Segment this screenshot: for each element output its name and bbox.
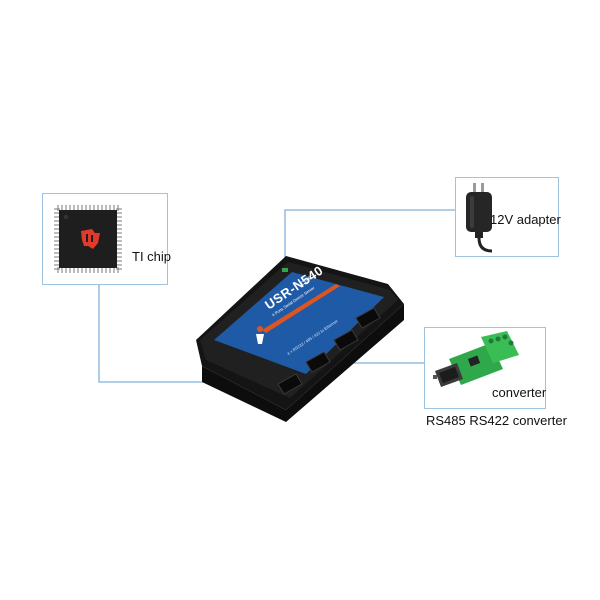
ti-chip-callout: TI chip	[42, 193, 172, 285]
device-stripe	[262, 284, 340, 333]
device-top-panel	[214, 272, 384, 374]
serial-port-1	[277, 373, 303, 395]
converter-callout: converter	[424, 327, 546, 409]
ti-chip-label: TI chip	[132, 249, 172, 264]
serial-port-3	[333, 329, 359, 351]
power-adapter-icon	[466, 183, 493, 253]
power-led	[282, 268, 288, 272]
serial-port-2	[305, 351, 331, 373]
db9-converter-icon	[433, 331, 519, 387]
connector-line-adapter	[284, 209, 460, 268]
converter-label: converter	[492, 385, 547, 400]
connector-line-chip	[98, 284, 226, 383]
ti-chip-icon	[54, 205, 122, 273]
adapter-callout: 12V adapter	[455, 177, 561, 257]
serial-port-4	[355, 307, 381, 329]
converter-caption: RS485 RS422 converter	[426, 413, 567, 428]
adapter-label: 12V adapter	[490, 212, 561, 227]
